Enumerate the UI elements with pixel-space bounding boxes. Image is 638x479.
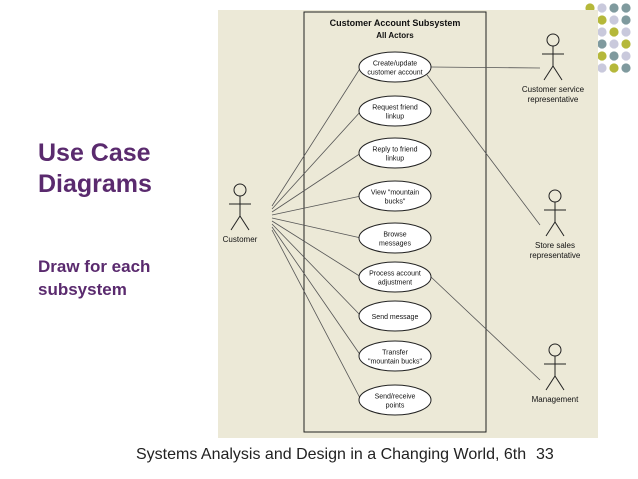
use-case-reply-to-friend-linkup: Reply to friend linkup bbox=[358, 137, 432, 169]
decor-dot bbox=[621, 39, 631, 49]
decor-dot bbox=[621, 15, 631, 25]
use-case-label: linkup bbox=[386, 156, 404, 163]
association-customer bbox=[271, 66, 362, 207]
slide-footer: Systems Analysis and Design in a Changin… bbox=[0, 446, 638, 470]
use-case-label: "mountain bucks" bbox=[368, 359, 423, 366]
use-case-label: Request friend bbox=[372, 105, 418, 112]
slide-subtitle: Draw for each subsystem bbox=[38, 255, 218, 301]
use-case-label: adjustment bbox=[378, 280, 412, 287]
association-customer bbox=[271, 217, 362, 239]
actor-label: representative bbox=[530, 251, 581, 260]
slide-title: Use Case Diagrams bbox=[38, 138, 218, 200]
slide-subtitle-line-2: subsystem bbox=[38, 280, 127, 299]
use-case-transfer-mountain-bucks: Transfer "mountain bucks" bbox=[358, 340, 432, 372]
association-customer-service bbox=[430, 66, 541, 69]
actor-left-leg bbox=[543, 65, 554, 81]
actor-label: representative bbox=[528, 95, 579, 104]
association-customer bbox=[271, 226, 362, 357]
actor-left-leg bbox=[545, 221, 556, 237]
decor-dot bbox=[597, 27, 607, 37]
system-boundary bbox=[303, 11, 487, 433]
use-case-label: linkup bbox=[386, 114, 404, 121]
use-case-ellipse bbox=[358, 384, 432, 416]
association-customer bbox=[271, 223, 362, 317]
association-customer bbox=[271, 152, 362, 213]
use-case-send-message: Send message bbox=[358, 300, 432, 332]
use-case-ellipse bbox=[358, 261, 432, 293]
use-case-ellipse bbox=[358, 180, 432, 212]
actor-right-leg bbox=[554, 375, 565, 391]
use-case-ellipse bbox=[358, 340, 432, 372]
use-case-create-update-customer-account: Create/update customer account bbox=[358, 51, 432, 83]
page-number: 33 bbox=[536, 446, 554, 463]
decor-dot bbox=[597, 3, 607, 13]
use-case-label: Create/update bbox=[373, 61, 417, 68]
decor-dot bbox=[597, 39, 607, 49]
use-case-ellipse bbox=[358, 95, 432, 127]
actor-label: Management bbox=[532, 395, 579, 404]
association-store-sales bbox=[426, 74, 541, 226]
actor-left-leg bbox=[545, 375, 556, 391]
use-case-label: Send/receive bbox=[375, 394, 416, 401]
decor-dot bbox=[609, 51, 619, 61]
slide-subtitle-line-1: Draw for each bbox=[38, 257, 151, 276]
use-case-ellipse bbox=[358, 51, 432, 83]
system-subtitle: All Actors bbox=[376, 31, 414, 40]
association-customer bbox=[271, 110, 362, 210]
decor-dot bbox=[609, 27, 619, 37]
use-case-label: points bbox=[386, 403, 405, 410]
use-case-diagram: Customer Account Subsystem All Actors Cr… bbox=[218, 10, 598, 438]
decor-dot bbox=[621, 27, 631, 37]
decor-dot bbox=[609, 63, 619, 73]
use-case-browse-messages: Browse messages bbox=[358, 222, 432, 254]
decor-dot bbox=[621, 3, 631, 13]
association-customer bbox=[271, 229, 362, 401]
slide-title-line-2: Diagrams bbox=[38, 170, 152, 198]
use-case-label: Browse bbox=[383, 232, 406, 239]
actor-right-leg bbox=[239, 215, 250, 231]
actor-customer: Customer bbox=[223, 183, 258, 244]
use-case-label: Reply to friend bbox=[372, 147, 417, 154]
use-case-label: Transfer bbox=[382, 350, 408, 357]
use-case-label: messages bbox=[379, 241, 411, 248]
use-case-request-friend-linkup: Request friend linkup bbox=[358, 95, 432, 127]
actor-left-leg bbox=[230, 215, 241, 231]
system-title: Customer Account Subsystem bbox=[330, 18, 461, 28]
association-customer bbox=[271, 195, 362, 216]
use-case-send-receive-points: Send/receive points bbox=[358, 384, 432, 416]
actor-right-leg bbox=[554, 221, 565, 237]
use-case-ellipse bbox=[358, 137, 432, 169]
actor-right-leg bbox=[552, 65, 563, 81]
decor-dot bbox=[597, 63, 607, 73]
decor-dot bbox=[597, 51, 607, 61]
decor-dot bbox=[597, 15, 607, 25]
decor-dot bbox=[609, 15, 619, 25]
use-case-label: View "mountain bbox=[371, 190, 419, 197]
use-case-label: Send message bbox=[372, 314, 419, 321]
footer-course-title: Systems Analysis and Design in a Changin… bbox=[136, 446, 527, 463]
use-case-view-mountain-bucks: View "mountain bucks" bbox=[358, 180, 432, 212]
decor-dot bbox=[621, 51, 631, 61]
use-case-label: bucks" bbox=[385, 199, 406, 206]
actor-label: Store sales bbox=[535, 241, 575, 250]
use-case-ellipse bbox=[358, 222, 432, 254]
use-case-process-account-adjustment: Process account adjustment bbox=[358, 261, 432, 293]
decor-dot bbox=[621, 63, 631, 73]
use-case-label: customer account bbox=[367, 70, 422, 77]
actor-label: Customer service bbox=[522, 85, 585, 94]
actor-management: Management bbox=[532, 343, 579, 404]
actor-label: Customer bbox=[223, 235, 258, 244]
association-management bbox=[430, 276, 541, 381]
slide-title-line-1: Use Case bbox=[38, 139, 151, 167]
association-customer bbox=[271, 220, 362, 278]
decor-dot bbox=[609, 3, 619, 13]
use-case-label: Process account bbox=[369, 271, 421, 278]
use-case-ellipse bbox=[358, 300, 432, 332]
decor-dot bbox=[609, 39, 619, 49]
